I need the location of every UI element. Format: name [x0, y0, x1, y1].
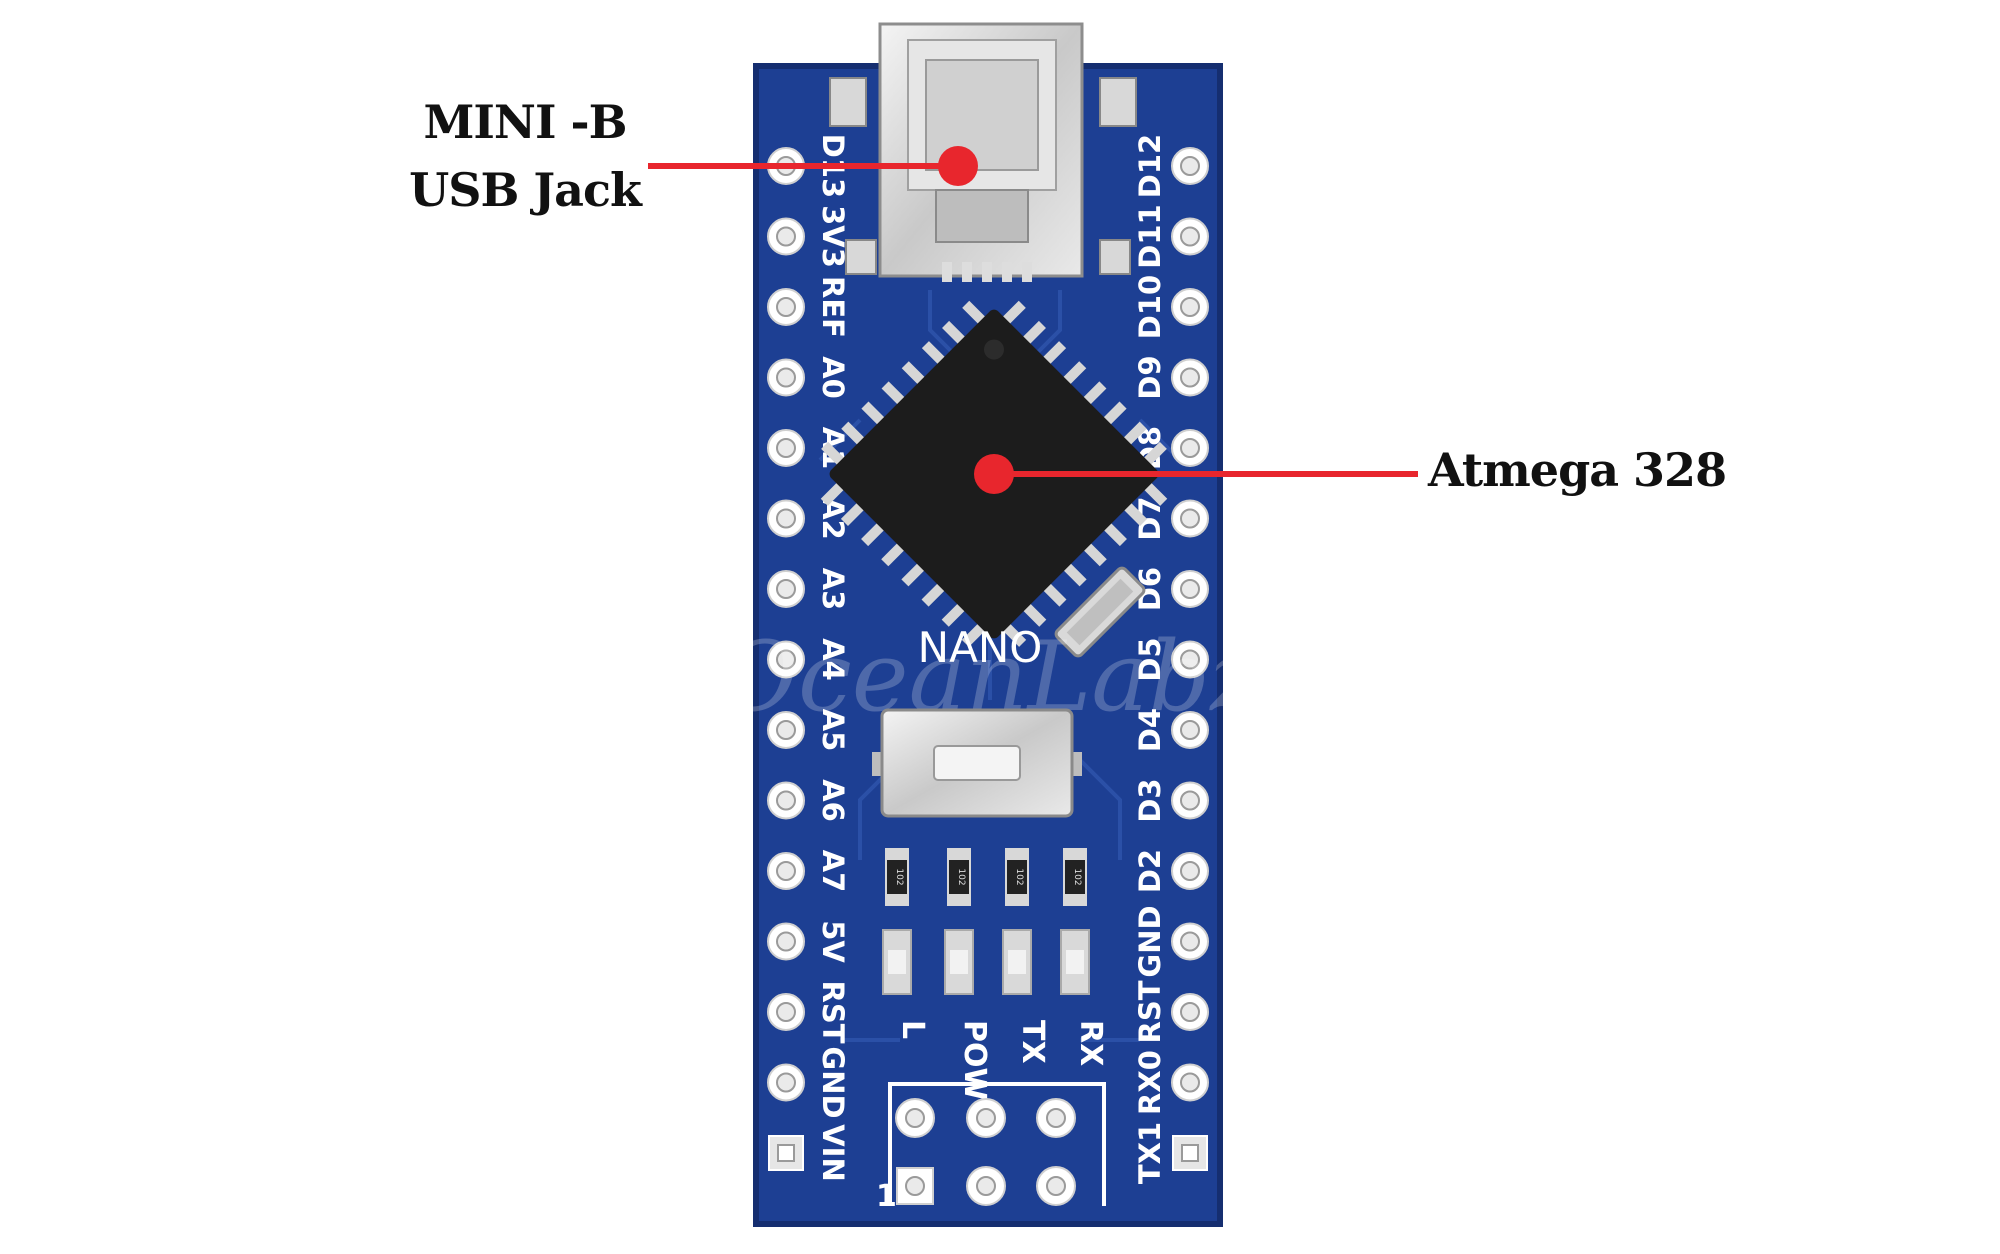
pin-label-5v: 5V	[816, 920, 850, 963]
pin-label-gnd: GND	[816, 1046, 850, 1118]
pin-label-rst: RST	[1133, 980, 1167, 1043]
pin-label-a3: A3	[816, 568, 850, 611]
resistor: 102	[885, 848, 909, 906]
usb-callout-pointer	[648, 146, 978, 186]
led-pow	[944, 929, 974, 995]
pin-label-d2: D2	[1133, 849, 1167, 893]
reset-button	[872, 708, 1082, 818]
pin-label-rx0: RX0	[1133, 1050, 1167, 1115]
icsp-header: 1	[876, 1082, 1106, 1214]
pin-label-tx1: TX1	[1133, 1122, 1167, 1184]
pin-label-a6: A6	[816, 779, 850, 822]
led-label-tx: TX	[1015, 1020, 1050, 1064]
usb-jack-label-line2: USB Jack	[409, 163, 642, 217]
pin-label-a7: A7	[816, 850, 850, 893]
led-tx	[1002, 929, 1032, 995]
led-label-rx: RX	[1073, 1020, 1108, 1066]
pin-label-d9: D9	[1133, 355, 1167, 399]
resistor: 102	[1005, 848, 1029, 906]
svg-text:102: 102	[956, 868, 966, 885]
pin-label-d10: D10	[1133, 275, 1167, 339]
led-label-pow: POW	[957, 1020, 992, 1101]
pin-label-d3: D3	[1133, 778, 1167, 822]
mini-usb-connector	[829, 22, 1137, 282]
pin-label-d11: D11	[1133, 204, 1167, 268]
pin-label-vin: VIN	[816, 1124, 850, 1182]
pin-label-3v3: 3V3	[816, 205, 850, 268]
led-label-l: L	[895, 1020, 930, 1039]
resistor: 102	[947, 848, 971, 906]
pin-label-a4: A4	[816, 638, 850, 681]
pin-label-a0: A0	[816, 356, 850, 399]
usb-jack-callout-label: MINI -B USB Jack	[400, 88, 650, 224]
pin-label-a5: A5	[816, 709, 850, 752]
pin-label-d12: D12	[1133, 134, 1167, 198]
pin-label-gnd: GND	[1133, 905, 1167, 977]
pin-label-rst: RST	[816, 981, 850, 1044]
led-l	[882, 929, 912, 995]
usb-jack-label-line1: MINI -B	[423, 95, 628, 149]
svg-text:102: 102	[1014, 868, 1024, 885]
pin-label-d4: D4	[1133, 708, 1167, 752]
pin-label-d5: D5	[1133, 637, 1167, 681]
mcu-callout-pointer	[974, 454, 1418, 494]
svg-text:102: 102	[1072, 868, 1082, 885]
svg-text:102: 102	[894, 868, 904, 885]
board-name-silkscreen: NANO	[918, 623, 1043, 672]
icsp-pin1-label: 1	[876, 1179, 897, 1214]
atmega328-callout-label: Atmega 328	[1428, 443, 1727, 497]
led-rx	[1060, 929, 1090, 995]
pin-label-ref: REF	[816, 276, 850, 338]
crystal-resonator	[1054, 566, 1146, 658]
resistor: 102	[1063, 848, 1087, 906]
left-pin-header: D133V3REFA0A1A2A3A4A5A6A75VRSTGNDVIN	[767, 134, 850, 1182]
